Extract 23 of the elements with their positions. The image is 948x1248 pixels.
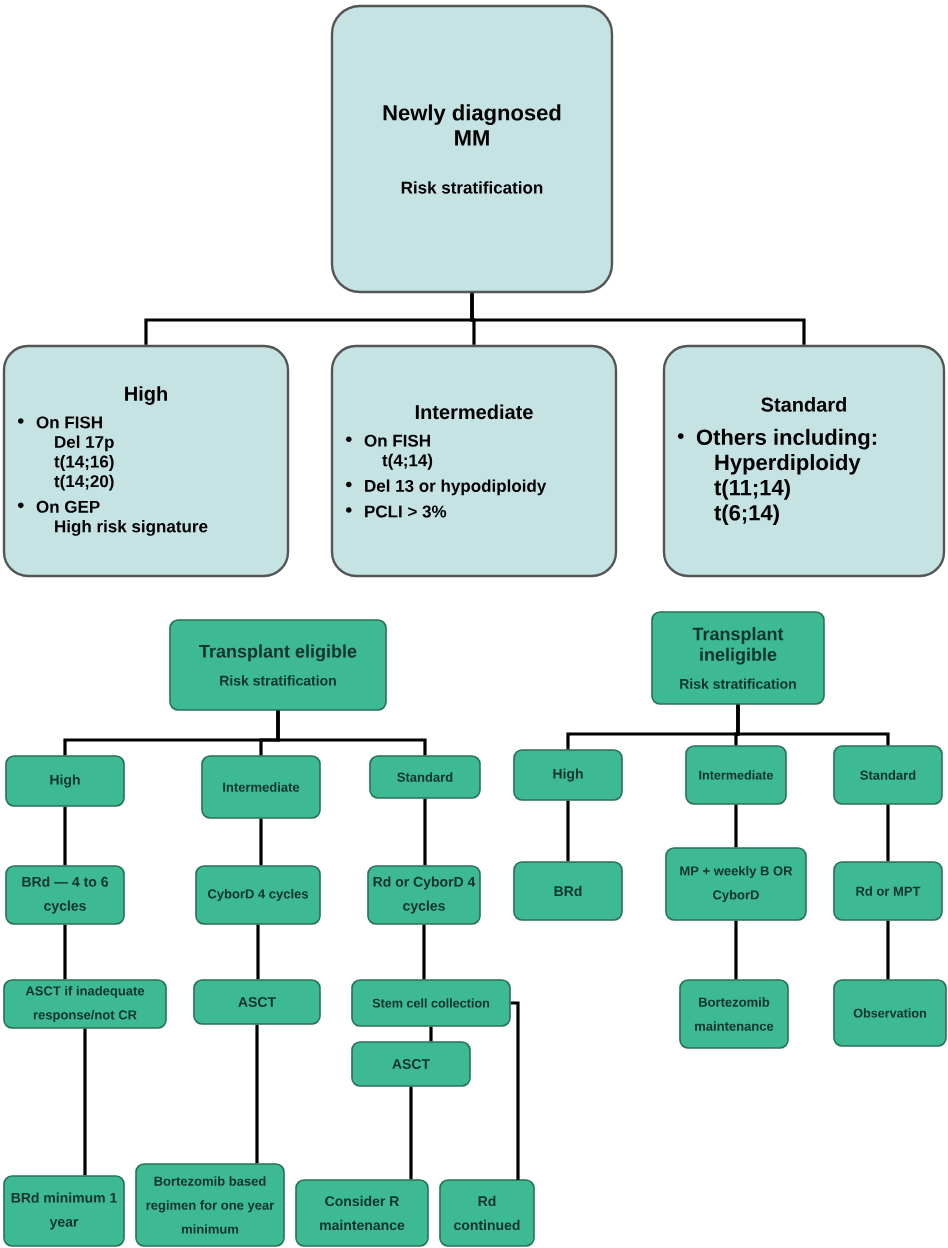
connector-line [83, 1028, 87, 1176]
connector-line [422, 924, 426, 980]
connector-line [255, 1024, 259, 1164]
connector-line [510, 1001, 520, 1180]
risk-group-box: Standard Others including: Hyperdiploidy t(11;14) t(6;14) [662, 344, 946, 578]
connector-line [429, 1026, 433, 1042]
connector-line [470, 293, 806, 345]
risk-group-box: Intermediate On FISH t(4;14) Del 13 or hypodiploidy PCLI > 3% [330, 344, 618, 578]
connector-line [886, 804, 890, 862]
connector-line [256, 924, 260, 980]
diagnosis-box: Newly diagnosed MM Risk stratification [330, 4, 614, 294]
connector-line [423, 798, 427, 866]
connector-line [566, 800, 570, 862]
connector-line [734, 804, 738, 848]
connector-line [734, 920, 738, 980]
connector-line [886, 920, 890, 980]
connector-line [736, 704, 890, 746]
connector-line [259, 818, 263, 866]
connector-line [276, 710, 427, 756]
risk-group-box: High On FISH Del 17p t(14;16) t(14;20) On GEP High risk signature [2, 344, 290, 578]
connector-line [409, 1086, 413, 1180]
connector-line [63, 806, 67, 866]
connector-line [63, 924, 67, 980]
